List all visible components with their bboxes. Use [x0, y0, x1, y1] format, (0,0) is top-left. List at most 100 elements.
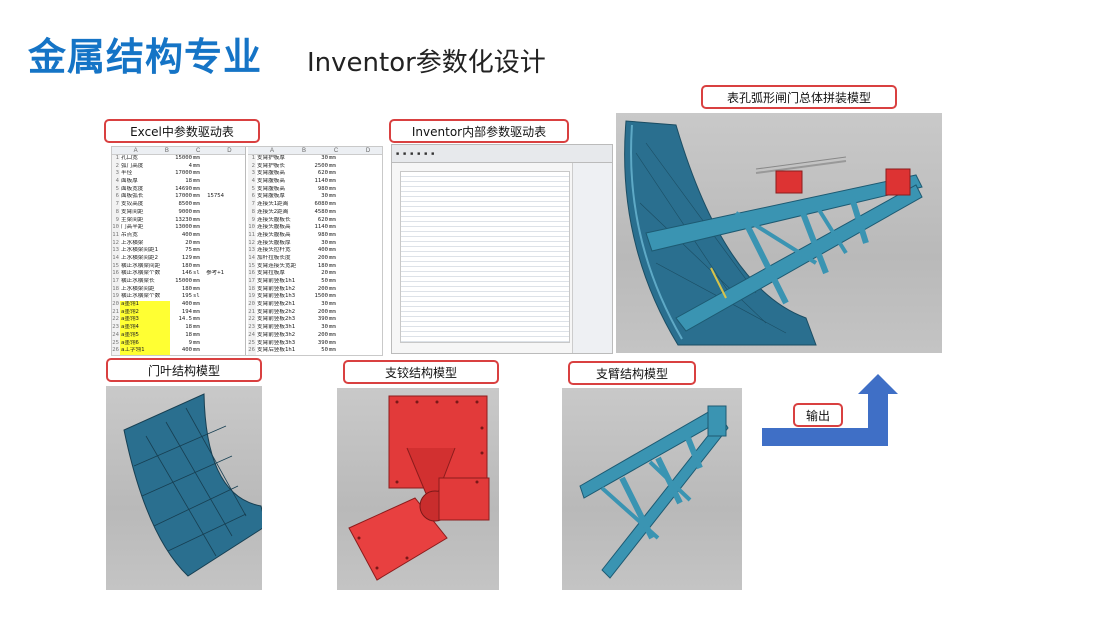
param-value: 6080	[314, 201, 328, 208]
param-value: 4	[188, 162, 192, 169]
page-subtitle: Inventor参数化设计	[307, 48, 546, 78]
param-value: 390	[317, 316, 328, 323]
param-unit: mm	[193, 301, 200, 308]
param-value: 400	[181, 301, 192, 308]
param-name: 连接头2距离	[257, 208, 289, 215]
param-unit: mm	[193, 239, 200, 246]
param-value: 13000	[175, 224, 192, 231]
param-name: 面板宽度	[121, 185, 144, 192]
param-unit: sl	[193, 270, 200, 277]
row-number: 16	[112, 270, 120, 278]
param-name: 支臂间距	[121, 208, 144, 215]
row-number: 21	[112, 308, 120, 317]
param-name: 支臂前竖板1h2	[257, 285, 296, 292]
sheet-row: 27支臂后竖板1h2200mm	[248, 354, 382, 356]
param-name: 支臂前竖板3h1	[257, 324, 296, 331]
row-number: 4	[248, 178, 256, 186]
row-number: 4	[112, 178, 120, 186]
param-value: 50	[321, 278, 328, 284]
param-name: 上水横梁间距1	[121, 247, 158, 254]
param-value: 180	[181, 285, 192, 292]
param-value: 4580	[314, 208, 328, 215]
row-number: 9	[248, 216, 256, 225]
param-name: 支臂腹板高	[257, 170, 285, 177]
param-value: 1500	[314, 293, 328, 300]
param-unit: mm	[193, 185, 200, 192]
param-unit: mm	[193, 178, 200, 185]
row-number: 26	[112, 347, 120, 355]
row-number: 7	[248, 201, 256, 209]
row-number: 3	[248, 170, 256, 179]
param-unit: mm	[329, 301, 336, 308]
param-name: 连接头1距离	[257, 201, 289, 208]
param-value: 20	[185, 239, 192, 246]
row-number: 24	[248, 331, 256, 340]
param-note	[204, 155, 224, 163]
param-unit: mm	[193, 339, 200, 346]
param-value: 30	[321, 324, 328, 331]
param-value: 30	[321, 239, 328, 246]
param-name: 支臂后竖板1h2	[256, 355, 306, 356]
param-value: 980	[317, 185, 328, 192]
param-name: 支臂前竖板1h1	[257, 278, 296, 284]
param-unit: mm	[193, 170, 200, 177]
param-value: 8500	[178, 201, 192, 208]
param-unit: mm	[193, 224, 200, 231]
row-number: 8	[248, 208, 256, 217]
output-label: 输出	[793, 403, 843, 427]
row-number: 2	[112, 162, 120, 171]
row-number: 1	[112, 155, 120, 163]
inventor-table-label: Inventor内部参数驱动表	[389, 119, 569, 143]
row-number: 5	[112, 185, 120, 194]
param-unit: mm	[192, 355, 204, 356]
param-note	[204, 232, 224, 240]
param-value: 200	[317, 331, 328, 338]
hinge-model-label: 支铰结构模型	[343, 360, 499, 384]
param-note	[204, 355, 224, 356]
param-name: a工字翎1	[120, 347, 170, 355]
param-value: 18	[185, 324, 192, 331]
inventor-params-window: ■■■■■■	[391, 144, 613, 354]
param-value: 18	[185, 178, 192, 185]
param-note	[204, 247, 224, 255]
arm-model-graphic	[579, 405, 729, 579]
param-note: 15754	[207, 193, 224, 200]
param-unit: mm	[193, 324, 200, 331]
param-unit: mm	[193, 162, 200, 169]
param-unit: mm	[329, 170, 336, 177]
param-name: 支臂护板厚	[257, 155, 285, 161]
row-number: 10	[112, 224, 120, 232]
param-name: 支臂腹板高	[257, 185, 285, 192]
param-value: 13230	[175, 216, 192, 223]
param-note	[204, 309, 224, 317]
row-number: 11	[112, 231, 120, 240]
row-number: 6	[112, 193, 120, 202]
param-value: 30	[321, 155, 328, 161]
param-note	[204, 263, 224, 271]
param-value: 9000	[178, 208, 192, 215]
param-name: 支臂前竖板2h1	[257, 301, 296, 308]
param-note	[204, 240, 224, 248]
row-number: 15	[112, 262, 120, 271]
